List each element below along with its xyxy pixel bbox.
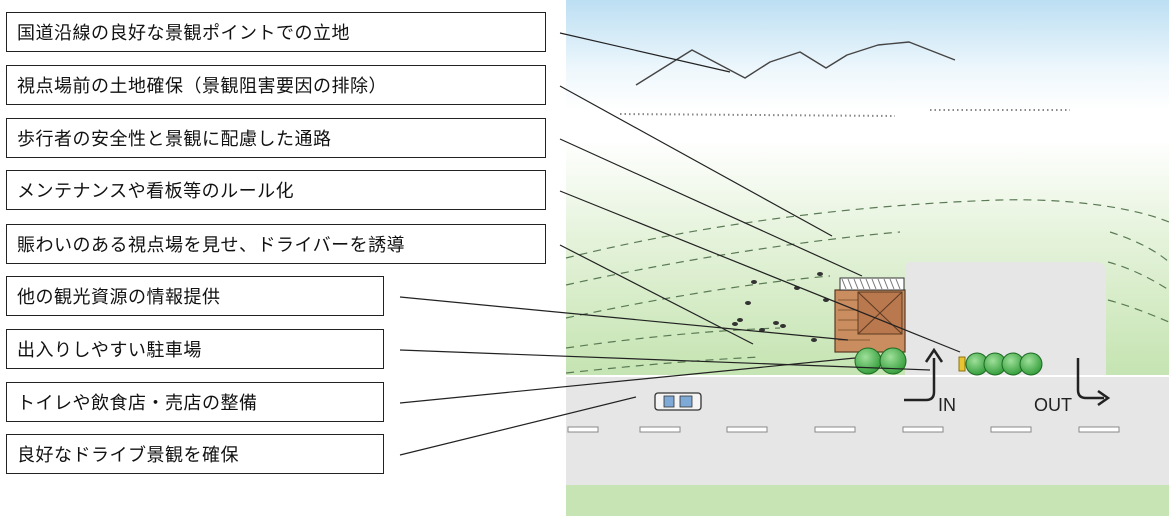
label-7: 出入りしやすい駐車場 <box>6 329 384 369</box>
lane-markings <box>567 426 1120 433</box>
in-arrow-icon <box>904 358 936 402</box>
out-label: OUT <box>1034 395 1072 415</box>
contour-lines <box>565 199 1169 374</box>
tree-group-entrance <box>958 352 1043 376</box>
car-icon <box>654 392 702 411</box>
label-1: 国道沿線の良好な景観ポイントでの立地 <box>6 12 546 52</box>
mountain-range <box>635 41 956 86</box>
label-3: 歩行者の安全性と景観に配慮した通路 <box>6 118 546 158</box>
side-road <box>905 262 1106 375</box>
out-arrow-icon <box>1076 358 1104 400</box>
in-label: IN <box>938 395 956 415</box>
label-9: 良好なドライブ景観を確保 <box>6 434 384 474</box>
label-4: メンテナンスや看板等のルール化 <box>6 170 546 210</box>
label-2: 視点場前の土地確保（景観阻害要因の排除） <box>6 65 546 105</box>
building-icon <box>834 277 906 353</box>
label-8: トイレや飲食店・売店の整備 <box>6 382 384 422</box>
pedestrians <box>732 272 829 342</box>
road <box>566 375 1169 485</box>
far-treeline <box>619 113 896 117</box>
roadside-grass <box>566 485 1169 516</box>
label-6: 他の観光資源の情報提供 <box>6 276 384 316</box>
leader-lines <box>399 32 961 456</box>
label-5: 賑わいのある視点場を見せ、ドライバーを誘導 <box>6 224 546 264</box>
